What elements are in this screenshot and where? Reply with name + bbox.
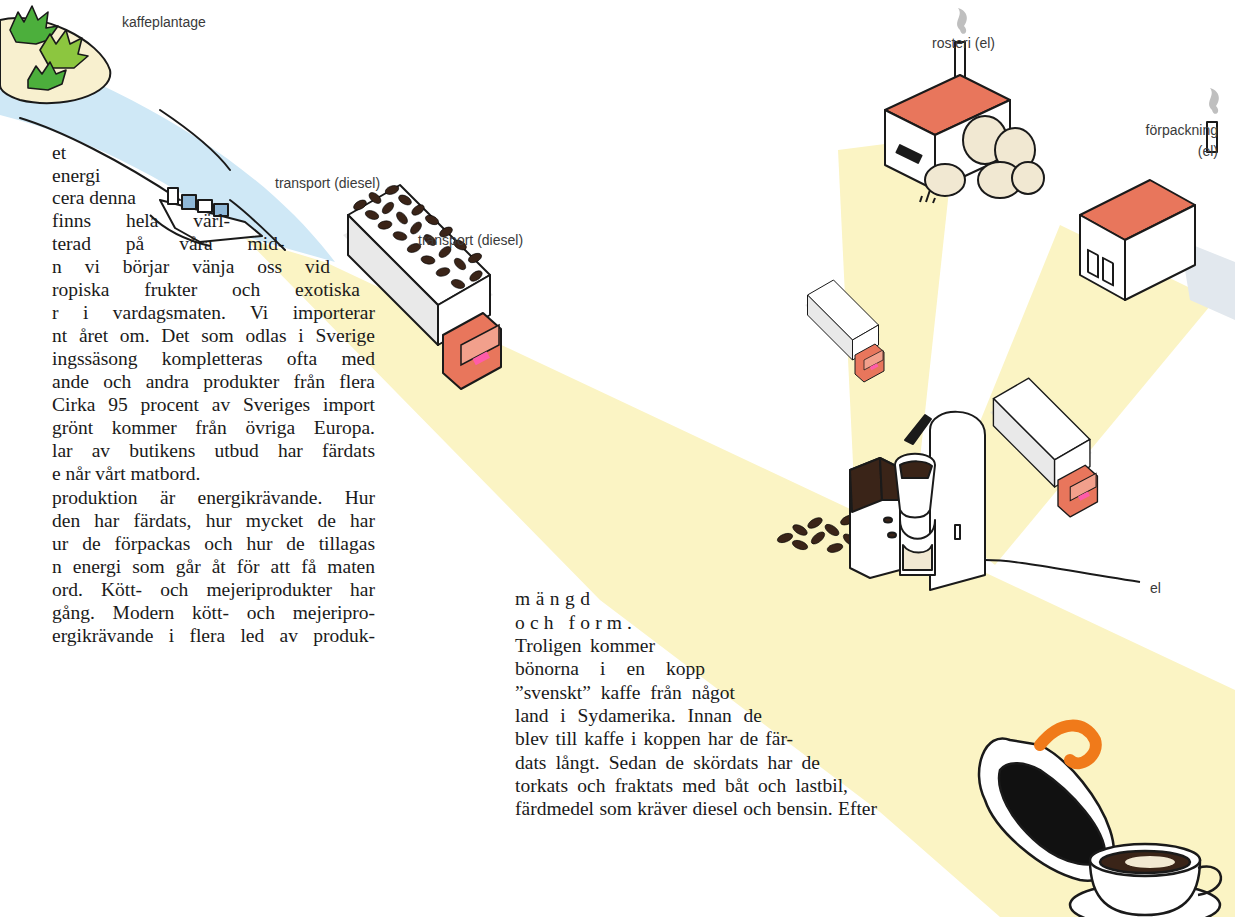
body-text-line: terad på våra mid- (52, 232, 284, 255)
illustration-label: transport (diesel) (418, 230, 523, 251)
illustration-label: förpackning (el) (1128, 120, 1218, 162)
coffee-bushes (10, 6, 88, 90)
body-text-line: och form. (515, 611, 637, 634)
body-text-line: ”svenskt” kaffe från något (515, 681, 735, 704)
body-text-line: torkats och fraktats med båt och lastbil… (515, 774, 848, 797)
body-text-line: n energi som går åt för att få maten (52, 555, 375, 578)
ocean (0, 40, 335, 262)
body-text-line: grönt kommer från övriga Europa. (52, 416, 375, 439)
illustration-label: el (1150, 578, 1161, 599)
coffee-maker (895, 412, 1140, 590)
body-text-line: e når vårt matbord. (52, 462, 200, 485)
truck (990, 378, 1097, 517)
roastery (885, 8, 1044, 203)
packaging-plant (1080, 88, 1219, 300)
body-text-line: bönorna i en kopp (515, 657, 705, 680)
body-text-line: et (52, 141, 66, 164)
body-text-line: Troligen kommer (515, 634, 655, 657)
truck (805, 280, 884, 382)
illustration-label: kaffeplantage (122, 12, 206, 33)
body-text-line: r i vardagsmaten. Vi importerar (52, 301, 375, 324)
body-text-line: blev till kaffe i koppen har de fär- (515, 727, 793, 750)
body-text-line: gång. Modern kött- och mejeripro- (52, 601, 375, 624)
body-text-line: energi (52, 164, 100, 187)
body-text-line: land i Sydamerika. Innan de (515, 704, 762, 727)
coffee-cup (1070, 844, 1221, 917)
body-text-line: ingssäsong kompletteras ofta med (52, 347, 375, 370)
body-text-line: produktion är energikrävande. Hur (52, 486, 375, 509)
coffee-beans-pile (776, 513, 859, 554)
body-text-line: färdmedel som kräver diesel och bensin. … (515, 797, 877, 820)
body-text-line: finns hela värl- (52, 209, 230, 232)
body-text-line: n vi börjar vänja oss vid (52, 255, 330, 278)
body-text-line: dats långt. Sedan de skördats har de (515, 751, 820, 774)
body-text-line: nt året om. Det som odlas i Sverige (52, 324, 375, 347)
body-text-line: Cirka 95 procent av Sveriges import (52, 393, 375, 416)
body-text-line: mängd (515, 587, 595, 610)
illustration-label: rosteri (el) (932, 33, 995, 54)
body-text-line: cera denna (52, 186, 136, 209)
wave-lines (20, 110, 285, 250)
coffee-bag (850, 458, 900, 578)
body-text-line: lar av butikens utbud har färdats (52, 439, 375, 462)
power-cord (985, 560, 1140, 582)
body-text-line: ur de förpackas och hur de tillagas (52, 532, 375, 555)
body-text-line: ande och andra produkter från flera (52, 370, 375, 393)
body-text-line: ergikrävande i flera led av produk- (52, 624, 375, 647)
body-text-line: ord. Kött- och mejeriprodukter har (52, 578, 375, 601)
illustration-label: transport (diesel) (275, 173, 380, 194)
body-text-line: den har färdats, hur mycket de har (52, 509, 375, 532)
body-text-line: ropiska frukter och exotiska (52, 278, 360, 301)
